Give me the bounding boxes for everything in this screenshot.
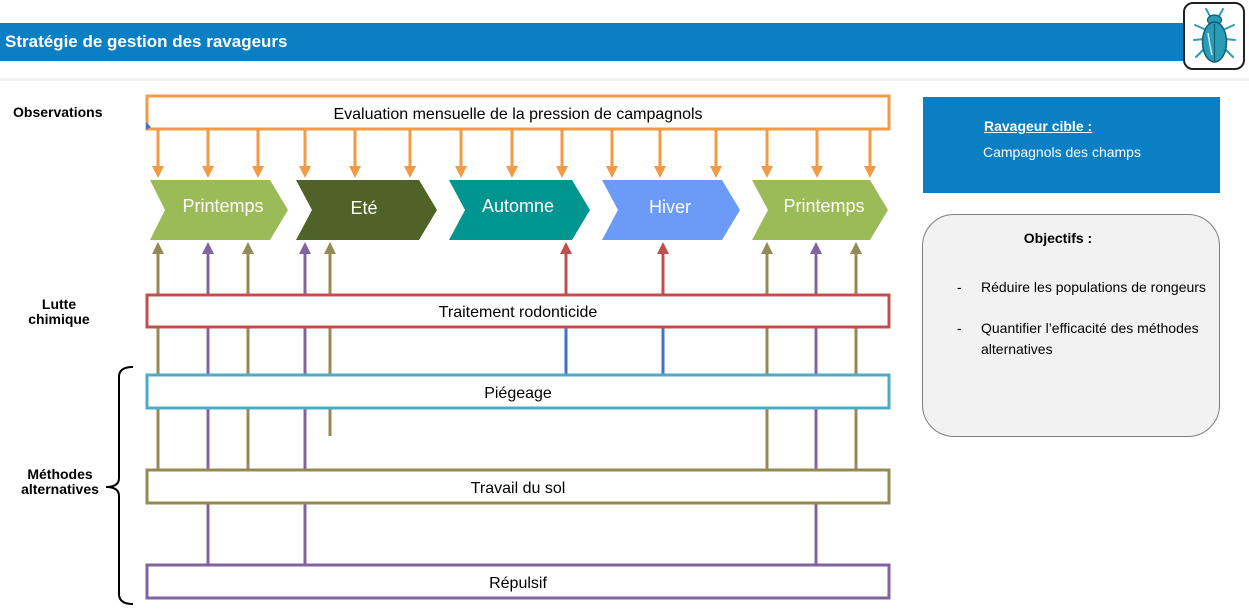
dash-bullet: - xyxy=(957,279,962,295)
traitement-bar xyxy=(145,293,891,329)
season-chevron-printemps-2 xyxy=(752,180,888,240)
lutte-chimique-label-line2: chimique xyxy=(28,311,90,327)
observations-label: Observations xyxy=(13,104,103,120)
traitement-bar-label: Traitement rodonticide xyxy=(439,304,598,321)
header-divider xyxy=(0,78,1249,81)
methodes-bracket xyxy=(105,366,134,605)
season-chevron-hiver xyxy=(602,180,740,240)
dash-bullet: - xyxy=(957,320,962,336)
bar-marker xyxy=(146,122,151,130)
objective-item: - Quantifier l’efficacité des méthodes a… xyxy=(957,318,1207,360)
methodes-label-line2: alternatives xyxy=(21,481,99,497)
season-label-automne: Automne xyxy=(482,196,554,216)
repulsif-bar-label: Répulsif xyxy=(489,575,547,592)
objective-text: Quantifier l’efficacité des méthodes alt… xyxy=(981,320,1199,357)
travail-bar xyxy=(145,468,891,505)
travail-bar-label: Travail du sol xyxy=(471,480,566,497)
beetle-icon xyxy=(1193,8,1236,63)
piegeage-bar-label: Piégeage xyxy=(484,385,552,402)
season-chevron-automne xyxy=(449,180,590,240)
objectives-list: - Réduire les populations de rongeurs - … xyxy=(957,277,1207,380)
logo xyxy=(1183,2,1245,70)
evaluation-bar-label: Evaluation mensuelle de la pression de c… xyxy=(333,106,702,123)
page-title: Stratégie de gestion des ravageurs xyxy=(5,32,288,51)
repulsif-bar xyxy=(145,563,891,600)
objectives-title: Objectifs : xyxy=(1023,230,1093,246)
objective-text: Réduire les populations de rongeurs xyxy=(981,279,1206,295)
season-chevron-printemps xyxy=(150,180,288,240)
season-chevron-ete xyxy=(296,180,437,240)
target-pest-box: Ravageur cible : Campagnols des champs xyxy=(923,97,1220,193)
target-pest-title: Ravageur cible : xyxy=(984,118,1093,134)
season-label-ete: Eté xyxy=(350,198,377,218)
piegeage-bar xyxy=(145,373,891,410)
strategy-diagram: Evaluation mensuelle de la pression de c… xyxy=(105,94,891,605)
objectives-box: Objectifs : - Réduire les populations de… xyxy=(922,214,1220,437)
season-label-printemps-2: Printemps xyxy=(783,196,864,216)
season-label-printemps: Printemps xyxy=(182,196,263,216)
lutte-chimique-label-line1: Lutte xyxy=(41,296,77,312)
season-label-hiver: Hiver xyxy=(649,197,691,217)
target-pest-value: Campagnols des champs xyxy=(983,144,1141,160)
methodes-label-line1: Méthodes xyxy=(27,466,93,482)
header-bar: Stratégie de gestion des ravageurs xyxy=(0,23,1186,61)
evaluation-bar xyxy=(145,94,891,131)
observation-arrows xyxy=(152,130,876,178)
objective-item: - Réduire les populations de rongeurs xyxy=(957,277,1207,298)
